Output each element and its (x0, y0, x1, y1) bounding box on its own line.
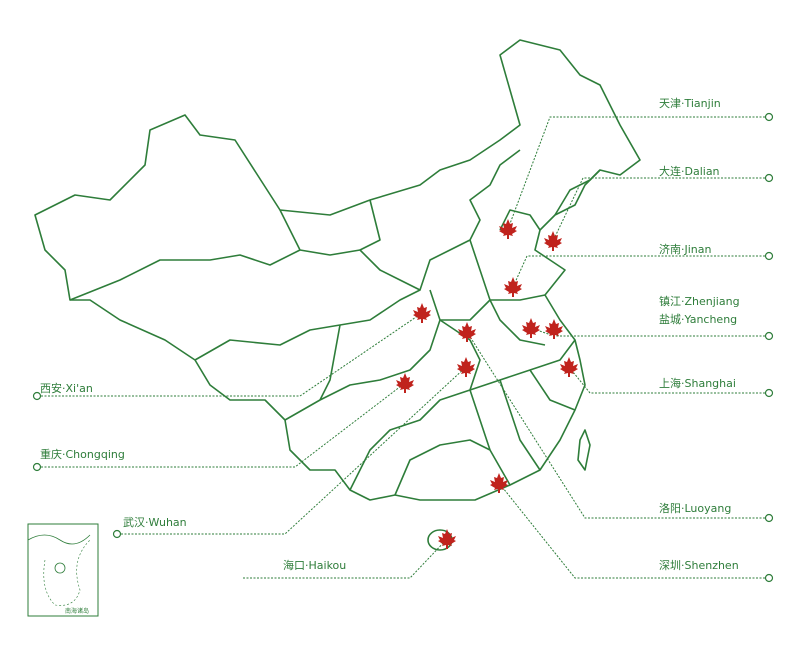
city-label-xian: 西安·Xi'an (40, 382, 93, 395)
maple-leaf-icon-xian (413, 303, 431, 323)
city-label-luoyang: 洛阳·Luoyang (659, 502, 732, 515)
city-label-dalian: 大连·Dalian (659, 165, 720, 178)
city-label-tianjin: 天津·Tianjin (659, 97, 721, 110)
maple-leaf-icon-zhenjiang (522, 318, 540, 338)
city-label-shanghai: 上海·Shanghai (659, 377, 736, 390)
country-outline (34, 39, 641, 551)
city-label-zhenjiang: 镇江·Zhenjiang (659, 295, 740, 308)
maple-leaf-icon-luoyang (458, 322, 476, 342)
inset-south-china-sea (27, 523, 99, 617)
inset-label: 南海诸岛 (65, 608, 90, 615)
city-label-yancheng: 盐城·Yancheng (659, 313, 738, 326)
city-label-haikou: 海口·Haikou (283, 559, 347, 572)
leader-endpoints (32, 112, 774, 583)
maple-leaf-icon-wuhan (457, 357, 475, 377)
city-label-chongqing: 重庆·Chongqing (40, 448, 125, 461)
leader-lines (41, 116, 765, 579)
city-label-wuhan: 武汉·Wuhan (123, 516, 187, 529)
maple-leaf-icon-dalian (544, 231, 562, 251)
city-label-jinan: 济南·Jinan (659, 243, 712, 256)
maple-leaf-icon-chongqing (396, 373, 414, 393)
city-label-shenzhen: 深圳·Shenzhen (659, 559, 739, 572)
maple-leaf-icon-jinan (504, 277, 522, 297)
maple-leaf-icon-tianjin (499, 219, 517, 239)
maple-leaf-icon-shanghai (560, 357, 578, 377)
